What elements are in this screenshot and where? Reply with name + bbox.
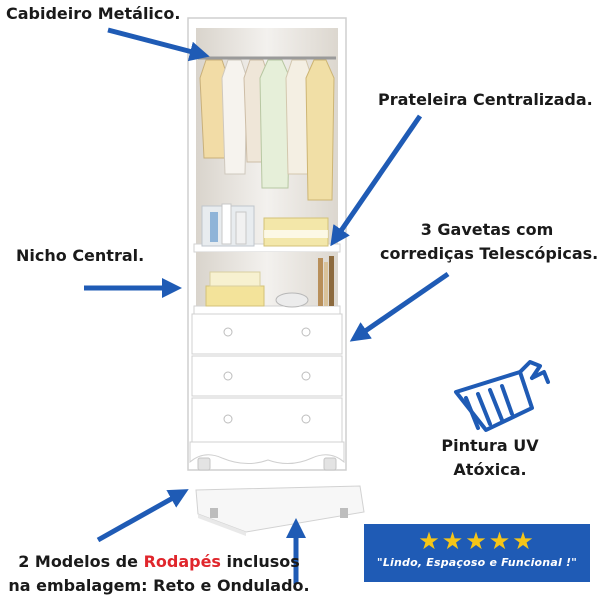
label-nicho: Nicho Central. (16, 246, 145, 265)
label-gavetas: 3 Gavetas com corrediças Telescópicas. (380, 218, 599, 266)
rodapes-prefix: 2 Modelos de (18, 552, 144, 571)
label-rodapes: 2 Modelos de Rodapés inclusos na embalag… (0, 550, 318, 598)
rodapes-highlight: Rodapés (143, 552, 221, 571)
niche-items (205, 256, 334, 308)
label-prateleira: Prateleira Centralizada. (378, 90, 593, 109)
wavy-plinth (189, 441, 345, 464)
rating-stars: ★★★★★ (418, 527, 536, 555)
hanging-clothes (199, 59, 335, 201)
rating-badge: ★★★★★ "Lindo, Espaçoso e Funcional !" (364, 524, 590, 582)
arrow-gavetas (349, 271, 450, 342)
arrow-cabideiro (107, 27, 210, 62)
arrow-rodape-left (96, 489, 189, 543)
label-pintura-line1: Pintura UV (441, 436, 539, 455)
label-pintura: Pintura UV Atóxica. (430, 434, 550, 482)
rating-quote: "Lindo, Espaçoso e Funcional !" (376, 556, 578, 569)
label-gavetas-line1: 3 Gavetas com (420, 220, 554, 239)
rodapes-suffix: inclusos (220, 552, 300, 571)
label-pintura-line2: Atóxica. (453, 460, 527, 479)
label-cabideiro: Cabideiro Metálico. (6, 4, 181, 23)
label-rodapes-line2: na embalagem: Reto e Ondulado. (8, 576, 310, 595)
drawers (191, 313, 343, 443)
label-rodapes-line1: 2 Modelos de Rodapés inclusos (0, 550, 318, 574)
arrow-prateleira (330, 114, 423, 247)
shelf-items (201, 203, 329, 247)
label-gavetas-line2: corrediças Telescópicas. (380, 244, 599, 263)
